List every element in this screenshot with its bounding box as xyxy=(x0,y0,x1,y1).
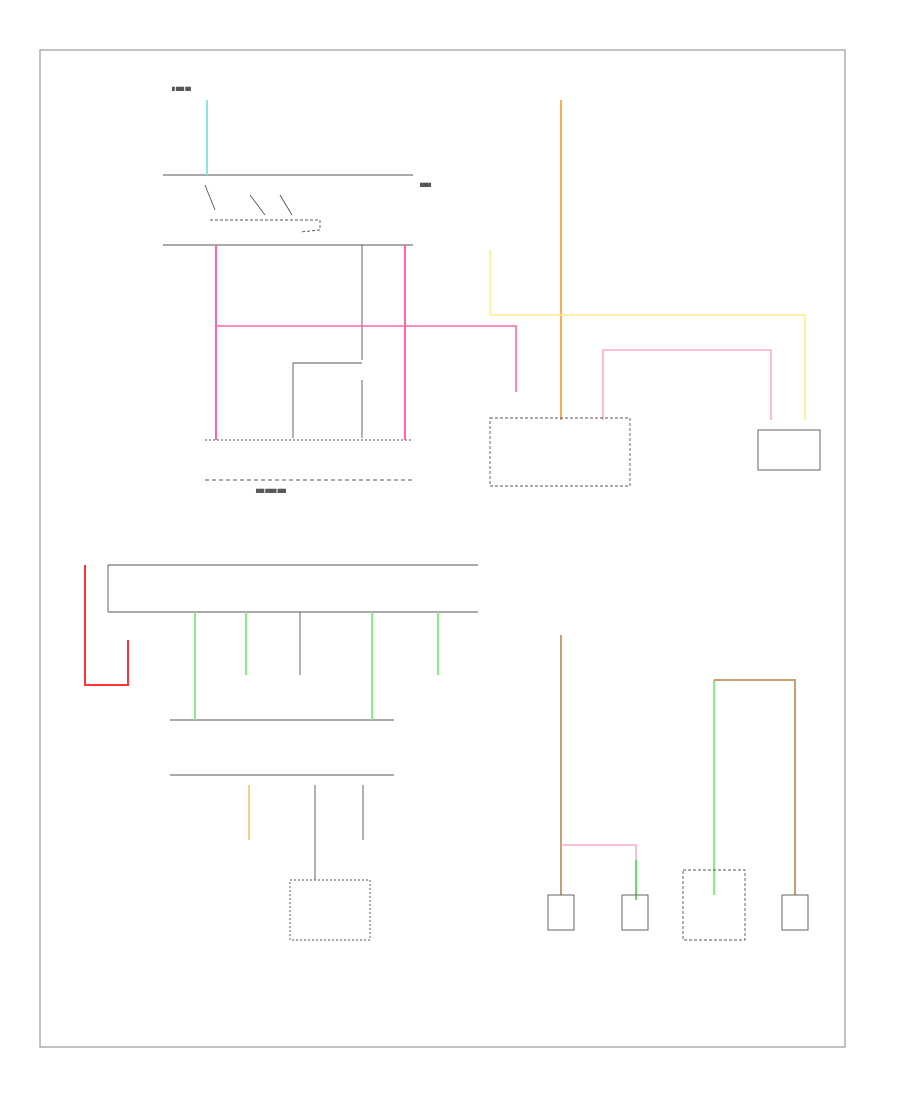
stoplamp-box xyxy=(682,869,746,941)
module-box xyxy=(489,417,631,487)
sensor-section xyxy=(547,869,809,941)
module-box-right xyxy=(757,429,821,471)
ignition-contact xyxy=(279,194,293,216)
module-feed xyxy=(292,362,362,438)
ignition-link xyxy=(210,219,321,233)
speed-sensor xyxy=(547,894,575,931)
wire-lightpink-sensor xyxy=(561,844,637,860)
wire-pink-horizontal xyxy=(216,325,517,392)
diagram-label-3: ███ ████ ███ xyxy=(255,488,286,493)
module-box-section xyxy=(489,417,821,487)
diagram-label-1: █ ███ ██ xyxy=(171,86,191,91)
diagram-border xyxy=(39,49,846,1048)
wire-pink-module xyxy=(602,349,772,420)
switch-box xyxy=(289,879,371,941)
wire-yellow-horizontal xyxy=(489,250,806,420)
diagram-label-2: ████ xyxy=(419,182,431,187)
ignition-contact xyxy=(204,184,216,211)
ignition-switch-section xyxy=(163,174,413,481)
ignition-contact xyxy=(249,194,266,216)
cluster-section xyxy=(107,564,478,941)
wire-red-battery xyxy=(84,565,129,686)
lamp-box xyxy=(781,894,809,931)
wire-tan-stoplamp xyxy=(714,679,796,895)
second-sensor xyxy=(621,894,649,931)
